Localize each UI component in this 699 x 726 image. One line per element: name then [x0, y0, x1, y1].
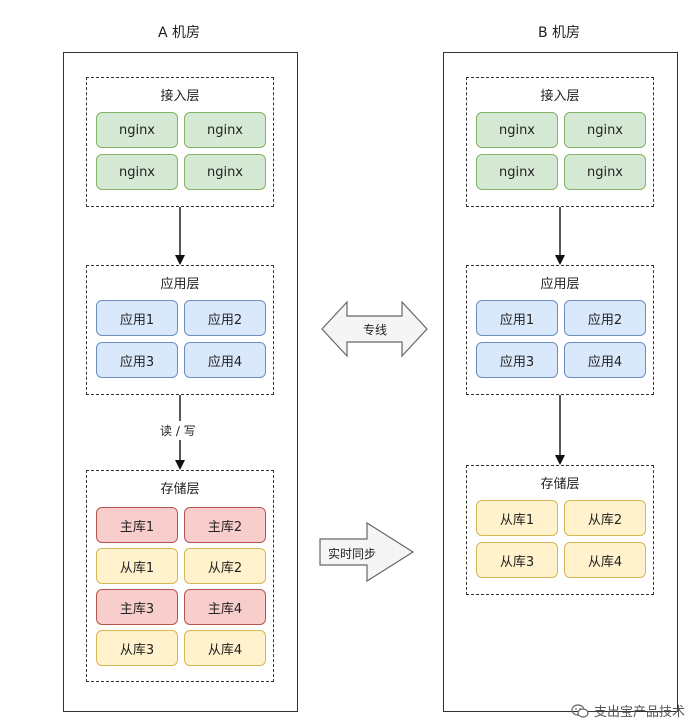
- replica-db-node: 从库1: [476, 500, 558, 536]
- replica-db-node: 从库3: [96, 630, 178, 666]
- primary-db-node: 主库2: [184, 507, 266, 543]
- app-node: 应用3: [476, 342, 558, 378]
- nginx-node: nginx: [184, 154, 266, 190]
- primary-db-node: 主库3: [96, 589, 178, 625]
- room-a-access-layer: 接入层 nginx nginx nginx nginx: [86, 77, 274, 207]
- room-b-title: B 机房: [537, 25, 581, 41]
- room-a-title: A 机房: [157, 25, 201, 41]
- nginx-node: nginx: [184, 112, 266, 148]
- layer-title: 应用层: [540, 277, 580, 292]
- layer-title: 存储层: [540, 477, 580, 492]
- replica-db-node: 从库4: [564, 542, 646, 578]
- layer-title: 接入层: [540, 89, 580, 104]
- layer-title: 存储层: [160, 482, 200, 497]
- app-node: 应用2: [184, 300, 266, 336]
- watermark: 支出宝产品技术: [571, 701, 685, 720]
- room-b-app-layer: 应用层 应用1 应用2 应用3 应用4: [466, 265, 654, 395]
- replica-db-node: 从库2: [564, 500, 646, 536]
- realtime-sync-label: 实时同步: [327, 547, 376, 561]
- replica-db-node: 从库1: [96, 548, 178, 584]
- replica-db-node: 从库3: [476, 542, 558, 578]
- replica-db-node: 从库4: [184, 630, 266, 666]
- room-a-app-layer: 应用层 应用1 应用2 应用3 应用4: [86, 265, 274, 395]
- nginx-node: nginx: [564, 112, 646, 148]
- read-write-label: 读 / 写: [158, 421, 198, 440]
- room-b-storage-layer: 存储层 从库1 从库2 从库3 从库4: [466, 465, 654, 595]
- app-node: 应用4: [184, 342, 266, 378]
- replica-db-node: 从库2: [184, 548, 266, 584]
- primary-db-node: 主库1: [96, 507, 178, 543]
- nginx-node: nginx: [476, 112, 558, 148]
- realtime-sync-arrow: [319, 521, 415, 583]
- app-node: 应用2: [564, 300, 646, 336]
- dedicated-line-label: 专线: [362, 323, 387, 337]
- room-b-access-layer: 接入层 nginx nginx nginx nginx: [466, 77, 654, 207]
- nginx-node: nginx: [476, 154, 558, 190]
- layer-title: 接入层: [160, 89, 200, 104]
- room-a-storage-layer: 存储层 主库1 主库2 从库1 从库2 主库3 主库4 从库3 从库4: [86, 470, 274, 682]
- wechat-icon: [571, 703, 589, 718]
- primary-db-node: 主库4: [184, 589, 266, 625]
- layer-title: 应用层: [160, 277, 200, 292]
- app-node: 应用1: [96, 300, 178, 336]
- app-node: 应用4: [564, 342, 646, 378]
- watermark-text: 支出宝产品技术: [593, 705, 685, 720]
- nginx-node: nginx: [564, 154, 646, 190]
- app-node: 应用3: [96, 342, 178, 378]
- dedicated-line-arrow: [321, 300, 428, 358]
- nginx-node: nginx: [96, 112, 178, 148]
- app-node: 应用1: [476, 300, 558, 336]
- nginx-node: nginx: [96, 154, 178, 190]
